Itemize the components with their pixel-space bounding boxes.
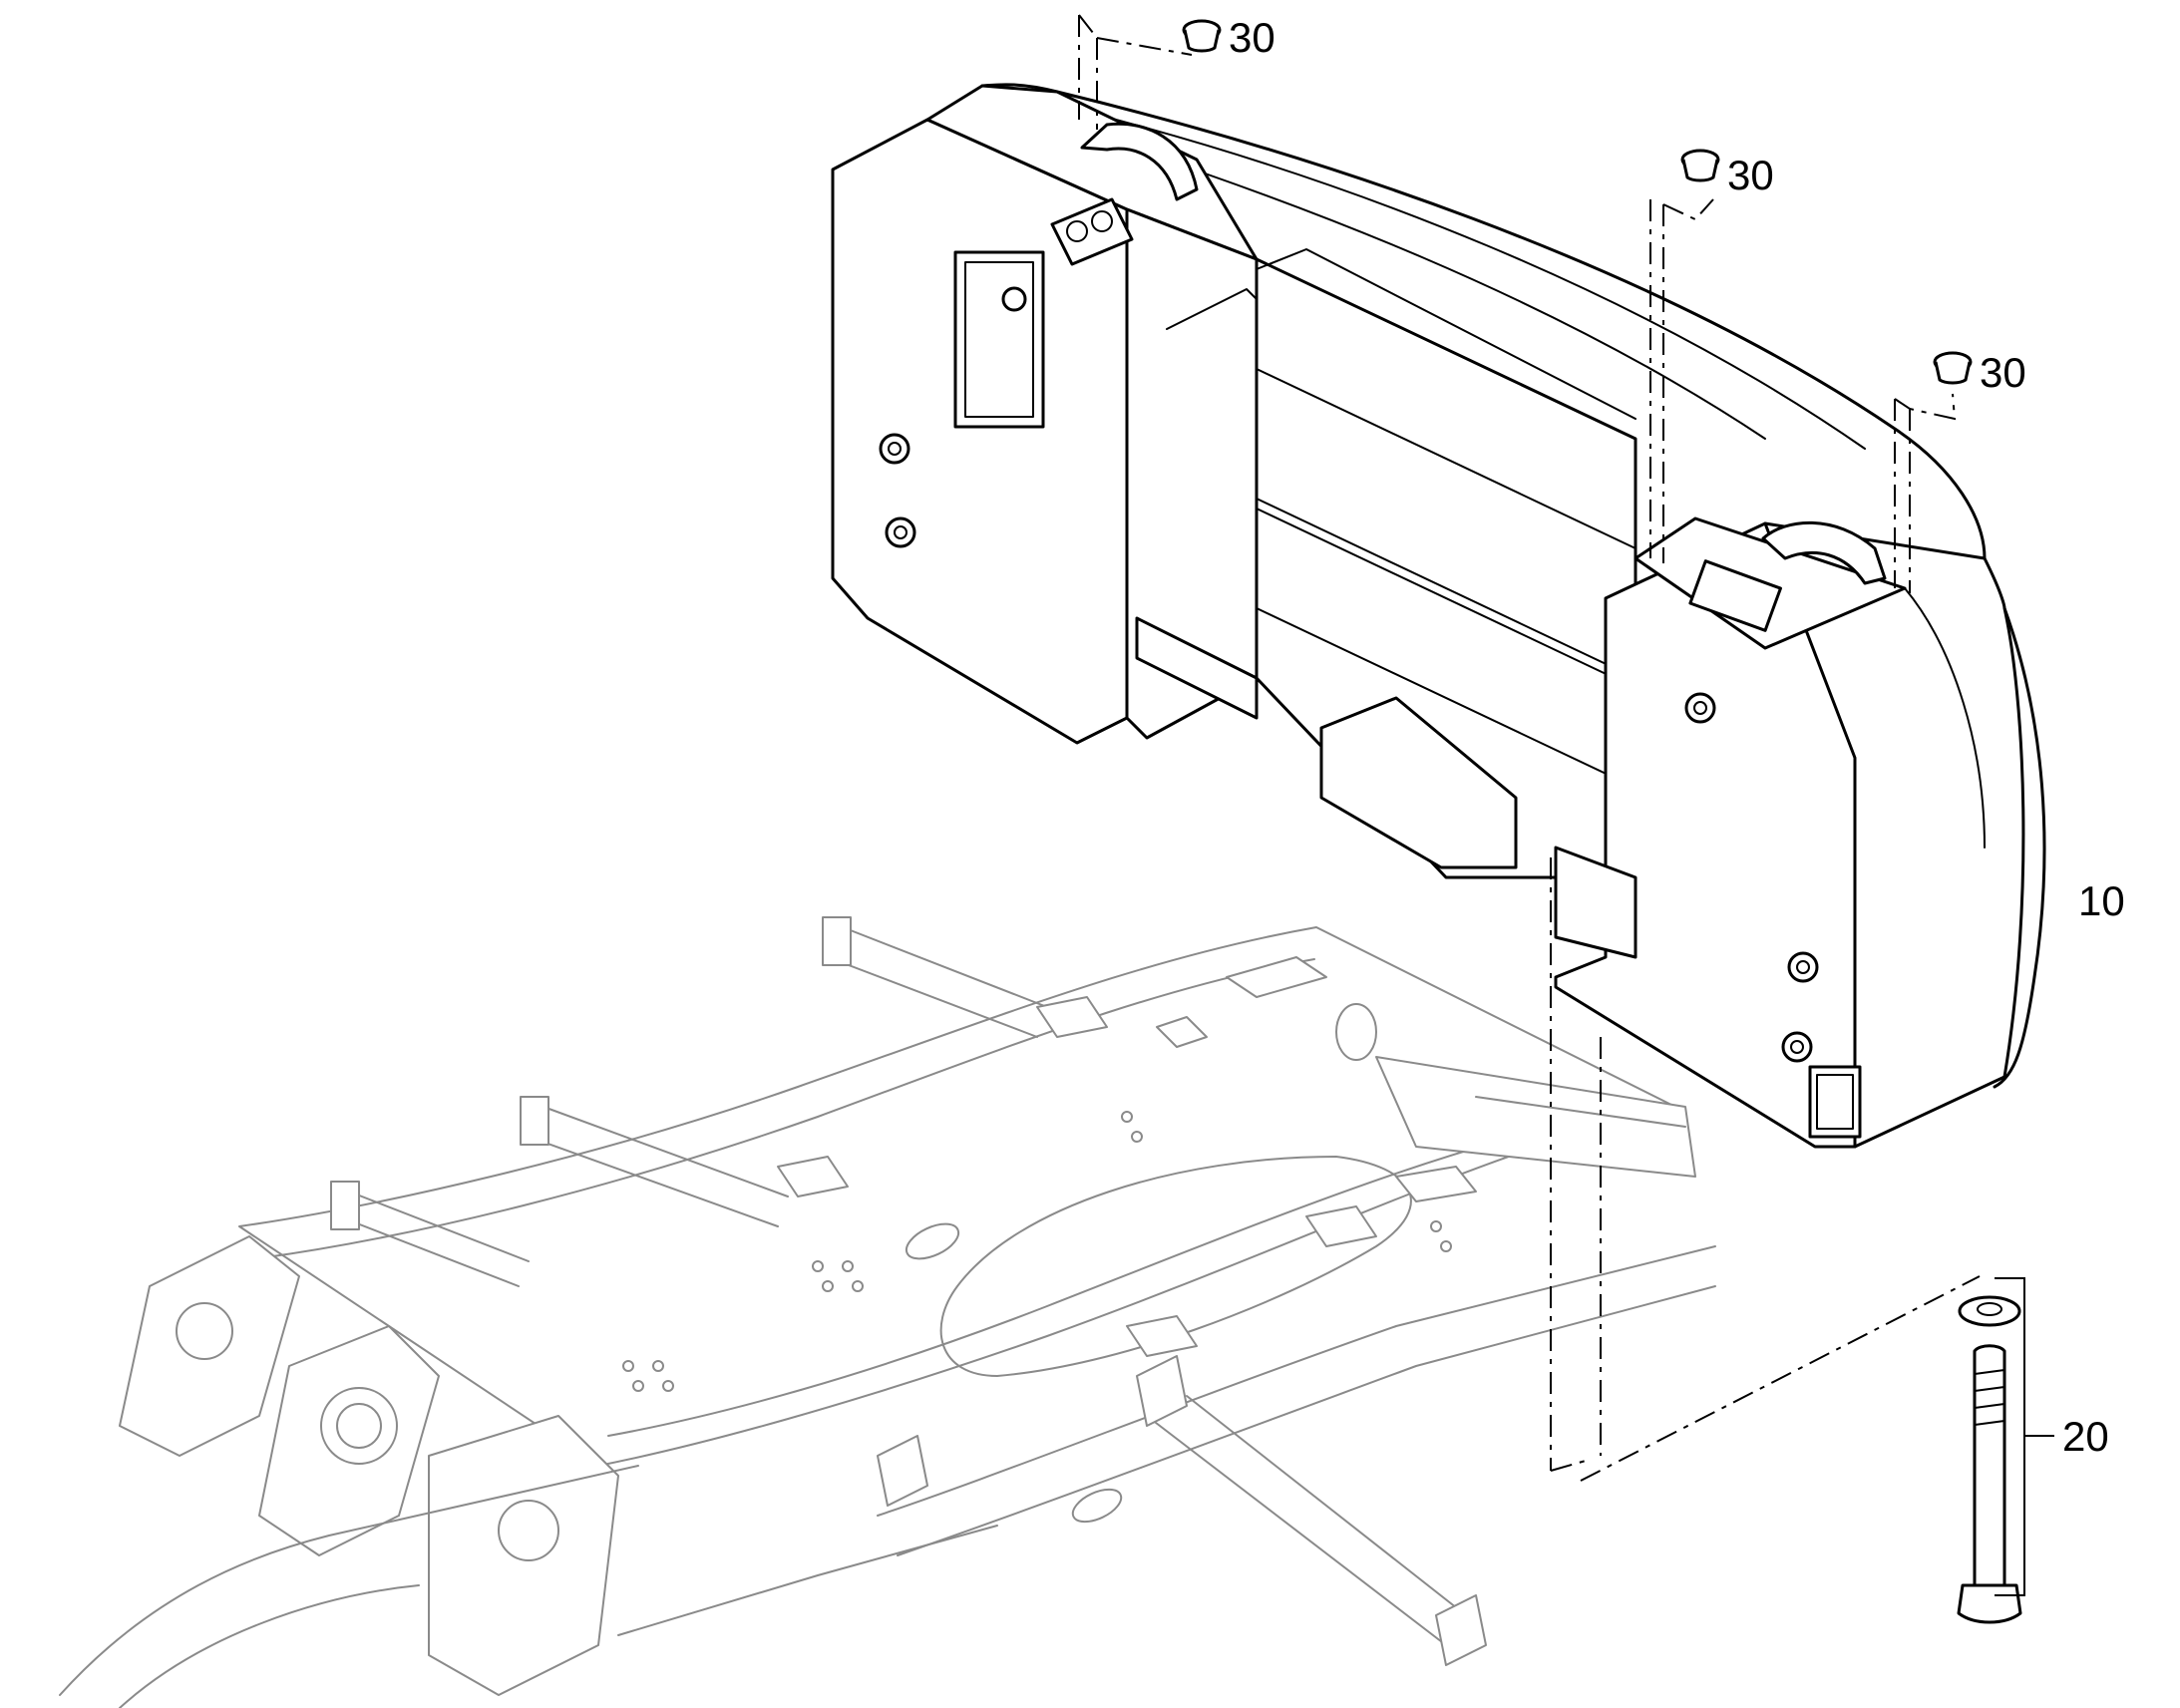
bolt	[1973, 1344, 2006, 1587]
frame-outrigger-1	[827, 926, 1048, 1038]
callout-plug-b: 30	[1727, 152, 1774, 198]
bolt-set	[1957, 1295, 2022, 1624]
frame-front-beam	[1375, 1056, 1696, 1178]
frame-outrigger-3	[338, 1191, 530, 1287]
counterweight-left-window	[953, 250, 1045, 429]
plug-b	[1680, 149, 1720, 182]
warning-label	[1050, 197, 1134, 266]
callout-bolt-set: 20	[2062, 1413, 2109, 1460]
frame-oval-opening	[939, 1156, 1412, 1377]
frame-pad	[1226, 956, 1327, 998]
counterweight	[831, 83, 2046, 1149]
frame-boom-lug-3	[428, 1415, 619, 1696]
frame-side-beam	[238, 926, 1676, 1467]
plug-c	[1933, 351, 1973, 385]
callout-plug-c: 30	[1980, 349, 2026, 396]
upper-frame	[59, 916, 1716, 1708]
counterweight-left-lifting-eye	[1080, 122, 1199, 201]
counterweight-corner-plate	[1808, 1065, 1862, 1139]
frame-boom-lug-2	[258, 1325, 440, 1556]
counterweight-right-lifting-eye	[1761, 520, 1887, 585]
callout-leaders	[1995, 1277, 2054, 1596]
frame-outrigger-2	[528, 1106, 789, 1227]
callout-labels: 30 30 30 10 20	[1229, 14, 2125, 1460]
frame-boom-lug-1	[119, 1235, 300, 1457]
callout-counterweight: 10	[2078, 877, 2125, 924]
callout-plug-a: 30	[1229, 14, 1275, 61]
assembly-lines	[1078, 14, 1981, 1482]
washer	[1958, 1295, 2021, 1327]
plug-a	[1182, 19, 1222, 53]
